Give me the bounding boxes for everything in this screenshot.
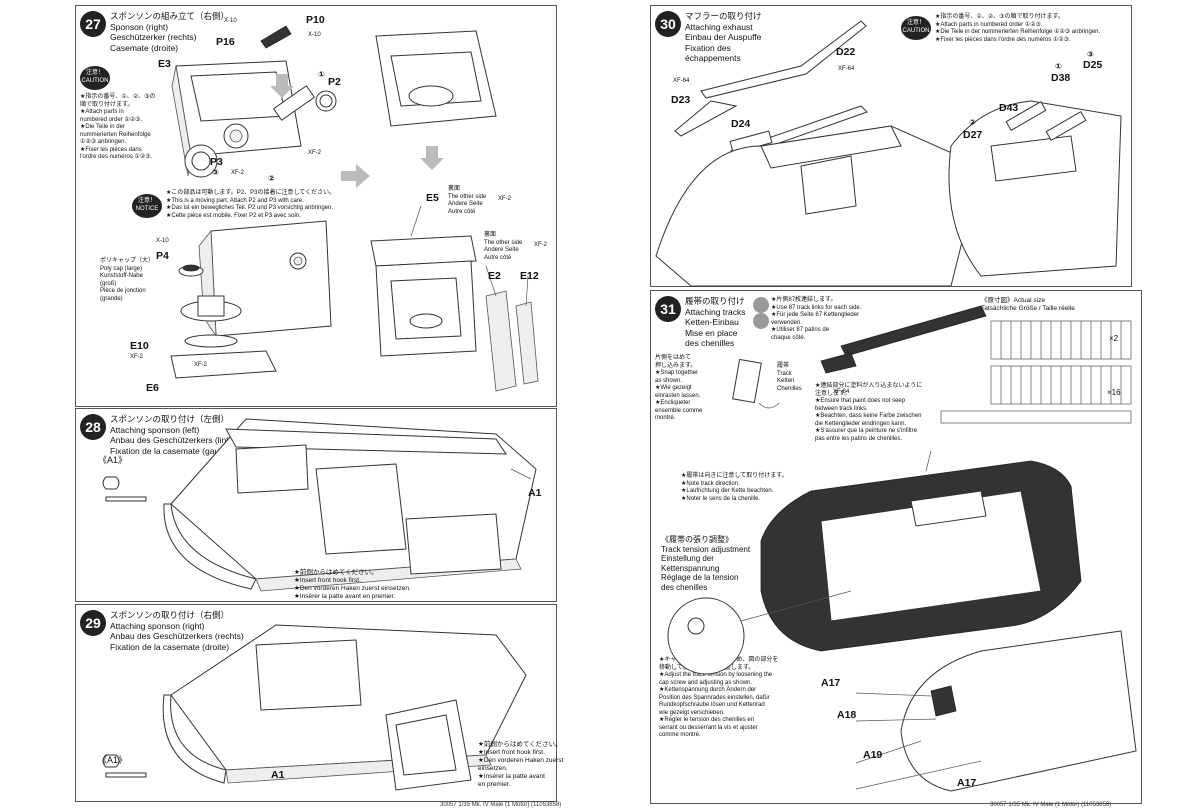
order-2: ② [969,118,976,127]
step-number: 29 [80,610,106,636]
part-d24: D24 [731,118,751,130]
step-30-drawings [655,20,1122,287]
step-number: 28 [80,414,106,440]
step-31-drawings [667,297,1137,792]
part-p4: P4 [156,250,169,262]
direction-note: ★履帯は向きに注意して取り付けます。 ★Note track direction… [681,473,788,502]
paint-xf64: XF-64 [838,66,855,72]
part-d25: D25 [1083,59,1103,71]
part-d43: D43 [999,102,1019,114]
step-27-drawings [170,25,539,392]
step-31-panel: 31 履帯の取り付け Attaching tracks Ketten-Einba… [650,290,1142,804]
caution-badge: 注意！ CAUTION [80,66,110,90]
part-e12: E12 [520,270,539,282]
step-number: 27 [80,11,106,37]
tension-title: 《履帯の張り調整》 Track tension adjustment Einst… [661,535,751,592]
order-1: ① [318,70,325,79]
step-30-panel: 30 マフラーの取り付け Attaching exhaust Einbau de… [650,5,1132,287]
order-2: ② [268,174,275,183]
caution-badge: 注意！ CAUTION [901,16,931,40]
step-number: 31 [655,296,681,322]
other-side-note: 裏面 The other side Andere Seite Autre côt… [448,186,487,215]
paint-note: ★連結部分に塗料が入り込まないように 注意します。 ★Ensure that p… [815,383,923,442]
part-e3: E3 [158,58,171,70]
hook-note: ★前側からはめてください。 ★Insert front hook first. … [294,569,411,600]
part-key-a1: 《A1》 [98,455,128,465]
part-p10: P10 [306,14,325,26]
step-title: マフラーの取り付け Attaching exhaust Einbau der A… [685,11,762,63]
part-key-a1: 《A1》 [98,755,128,765]
left-page: 27 スポンソンの組み立て（右側） Sponson (right) Geschü… [75,5,564,808]
part-p2: P2 [328,76,341,88]
paint-xf2: XF-2 [194,362,208,368]
paint-x10: X-10 [308,32,321,38]
other-side-note: 裏面 The other side Andere Seite Autre côt… [484,232,523,261]
step-title: スポンソンの取り付け（右側） Attaching sponson (right)… [110,610,244,652]
right-page: 30 マフラーの取り付け Attaching exhaust Einbau de… [600,0,1200,810]
caution-text: ★指示の番号、①、②、③の順で取り付けます。 ★Attach parts in … [935,14,1101,43]
order-3: ③ [212,168,219,177]
paint-xf2: XF-2 [130,354,144,360]
part-e5: E5 [426,192,439,204]
paint-xf2: XF-2 [231,170,245,176]
notice-badge: 注意！ NOTICE [132,194,162,218]
paint-xf84: XF-84 [833,389,850,395]
step-27-panel: 27 スポンソンの組み立て（右側） Sponson (right) Geschü… [75,5,557,407]
snap-note: 片側をはめて 押し込みます。 ★Snap together as shown. … [655,355,703,421]
part-d23: D23 [671,94,691,106]
paint-xf64: XF-64 [673,78,690,84]
footer: 30057 1/35 Mk. IV Male (1 Motor) (110538… [440,802,562,808]
part-a19: A19 [863,749,883,761]
order-3: ③ [1087,50,1094,59]
track-label: 履帯 Track Ketten Chenilles [777,363,802,392]
links-note: ★片側87枚連結します。 ★Use 87 track links for eac… [771,297,862,341]
part-p16: P16 [216,36,235,48]
part-a1: A1 [271,769,285,781]
part-d38: D38 [1051,72,1071,84]
part-e2: E2 [488,270,501,282]
paint-xf2: XF-2 [534,242,548,248]
caution-text: ★指示の番号、①、②、③の 順で取り付けます。 ★Attach parts in… [80,94,156,160]
order-1: ① [1055,62,1062,71]
step-title: 履帯の取り付け Attaching tracks Ketten-Einbau M… [685,296,746,348]
paint-xf2: XF-2 [308,150,322,156]
part-e6: E6 [146,382,159,394]
step-29-panel: 29 スポンソンの取り付け（右側） Attaching sponson (rig… [75,604,563,802]
qty-x2: ×2 [1109,334,1119,343]
paint-xf2: XF-2 [498,196,512,202]
step-28-panel: 28 スポンソンの取り付け（左側） Attaching sponson (lef… [75,408,557,602]
actual-size-title: 《原寸図》Actual size Tatsächliche Größe / Ta… [981,297,1075,312]
hook-note: ★前側からはめてください。 ★Insert front hook first. … [478,741,564,788]
part-a18: A18 [837,709,857,721]
step-title: スポンソンの取り付け（左側） Attaching sponson (left) … [110,414,238,456]
step-title: スポンソンの組み立て（右側） Sponson (right) Geschütze… [110,11,230,53]
notice-text: ★この部品は可動します。P2、P3の接着に注意してください。 ★This is … [166,190,336,219]
paint-x10: X-10 [156,238,169,244]
paint-x10: X-10 [224,18,237,24]
part-e10: E10 [130,340,149,352]
part-a17: A17 [957,777,977,789]
footer: 30057 1/35 Mk. IV Male (1 Motor) (110538… [990,802,1112,808]
part-p3: P3 [210,156,223,168]
step-29-tank-drawing [102,624,527,791]
part-d27: D27 [963,129,983,141]
step-28-tank-drawing [102,418,537,592]
part-a17: A17 [821,677,841,689]
part-d22: D22 [836,46,856,58]
qty-x16: ×16 [1107,388,1121,397]
part-a1: A1 [528,487,542,499]
step-number: 30 [655,11,681,37]
poly-cap-text: ポリキャップ（大） Poly cap (large) Kunststoff-Na… [100,258,155,302]
